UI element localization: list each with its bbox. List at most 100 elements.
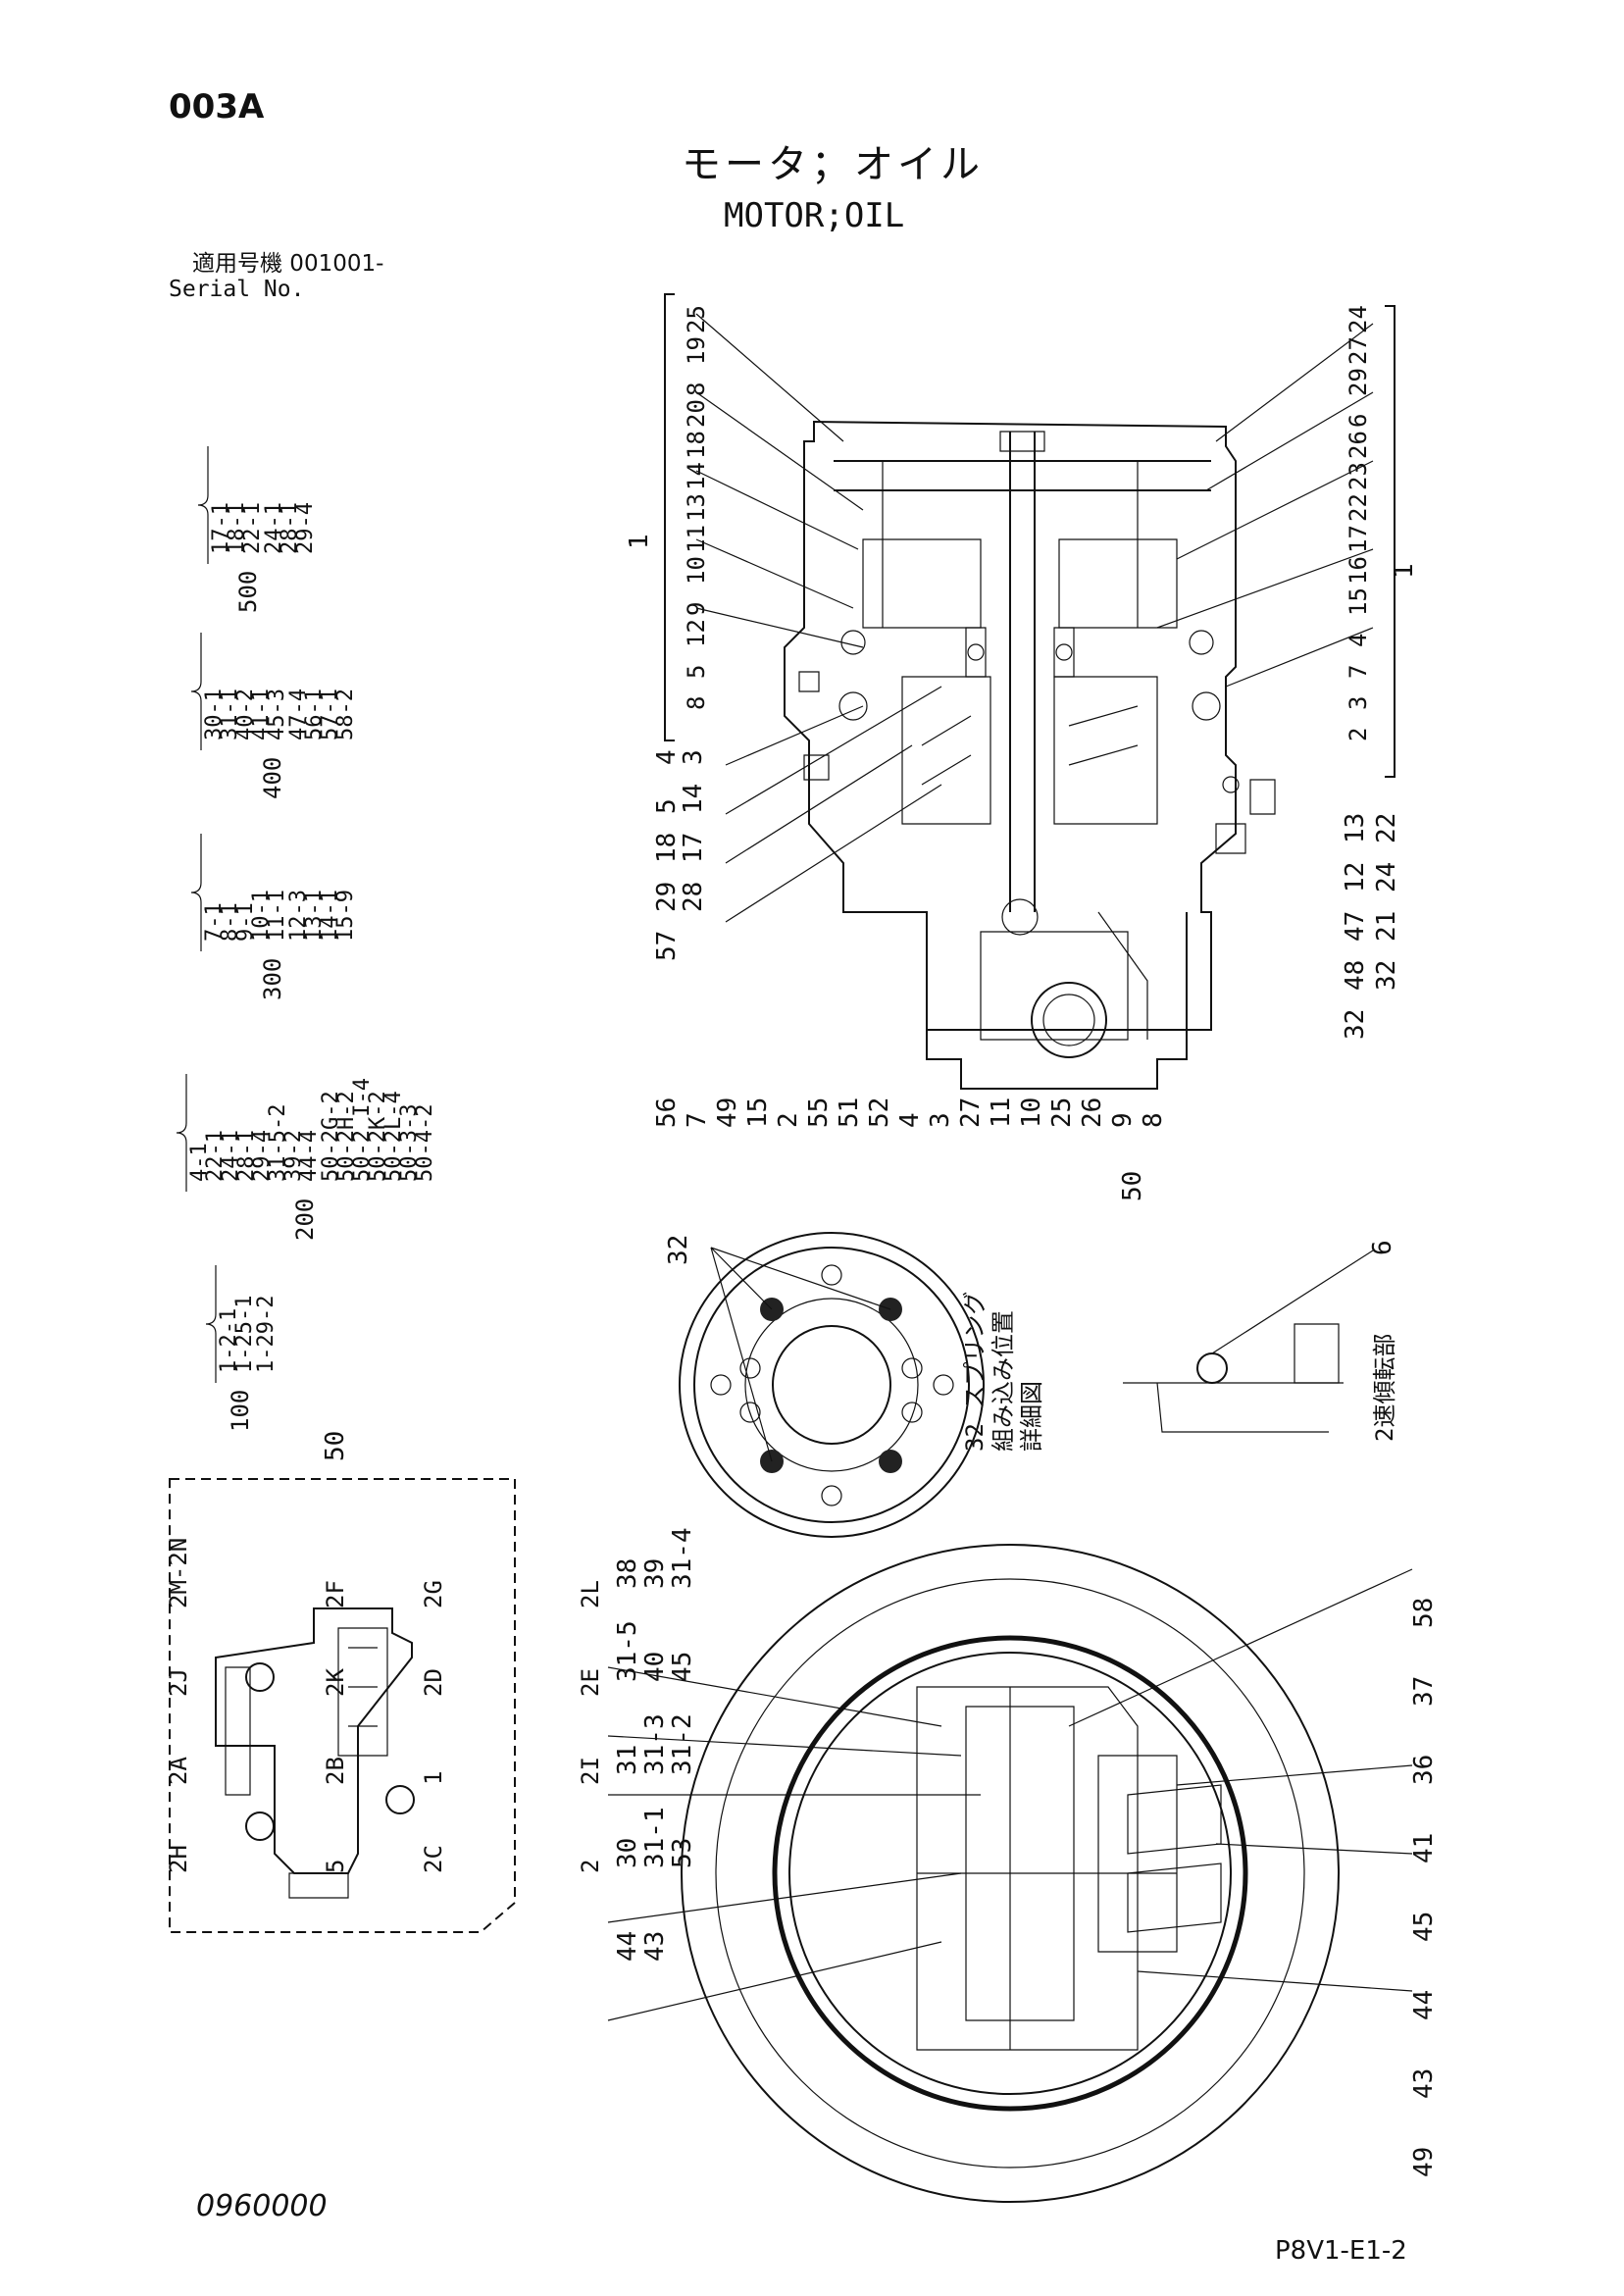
callout-number: 11 bbox=[683, 525, 710, 553]
callout-number: 45 bbox=[668, 1652, 697, 1682]
kit-part-number: 29-4 bbox=[293, 502, 318, 554]
serial-label-jp: 適用号機 001001- bbox=[192, 251, 384, 277]
kit-part-number: 50-2G-2 bbox=[319, 1091, 343, 1182]
kit-part-number: 44-4 bbox=[297, 1130, 322, 1182]
kit-brace bbox=[190, 633, 202, 750]
kit-part-number: 24-1 bbox=[262, 502, 286, 554]
kit-part-number: 29-4 bbox=[250, 1130, 275, 1182]
kit-part-number: 1-25-1 bbox=[232, 1296, 257, 1373]
callout-number: 9 bbox=[683, 602, 710, 616]
kit-part-number: 9-1 bbox=[233, 902, 258, 942]
valve-callout: 2C bbox=[420, 1845, 447, 1873]
callout-number: 39 bbox=[640, 1558, 670, 1589]
kit-brace bbox=[176, 1073, 187, 1192]
callout-number: 6 bbox=[1368, 1240, 1397, 1255]
callout-number: 22 bbox=[1345, 493, 1372, 522]
callout-number: 26 bbox=[1345, 431, 1372, 459]
kit-part-number: 50-2 I-4 bbox=[350, 1078, 375, 1182]
callout-number: 6 bbox=[1345, 414, 1372, 428]
callout-number: 24 bbox=[1345, 305, 1372, 333]
callout-number: 26 bbox=[1078, 1097, 1107, 1128]
kit-part-number: 31-5-2 bbox=[266, 1104, 290, 1182]
callout-number: 28 bbox=[679, 882, 708, 912]
callout-leader-lines bbox=[607, 313, 1413, 2021]
group-number: 50 bbox=[321, 1431, 350, 1461]
callout-number: 44 bbox=[1409, 1990, 1439, 2020]
callout-number: 16 bbox=[1345, 556, 1372, 585]
kit-part-number: 7-1 bbox=[202, 902, 227, 942]
callout-number: 3 bbox=[679, 749, 708, 765]
kit-part-number: 12-3 bbox=[286, 890, 311, 942]
callout-number: 7 bbox=[1345, 665, 1372, 679]
kit-part-number: 28-1 bbox=[278, 502, 302, 554]
callout-number: 3 bbox=[926, 1112, 955, 1128]
kit-number: 400 bbox=[259, 757, 286, 799]
callout-number: 5 bbox=[652, 798, 682, 814]
kit-part-number: 45-3 bbox=[265, 689, 289, 740]
kit-number: 500 bbox=[234, 571, 262, 613]
callout-number: 25 bbox=[1047, 1097, 1077, 1128]
callout-number: 32 bbox=[664, 1235, 693, 1265]
callout-number: 27 bbox=[1345, 336, 1372, 365]
group-1-right-bracket bbox=[1385, 305, 1396, 778]
spring-mark bbox=[879, 1450, 902, 1473]
kit-part-number: 14-1 bbox=[318, 890, 342, 942]
spring-detail-caption: 32 スプリング bbox=[961, 1292, 989, 1452]
group-number: 50 bbox=[1118, 1171, 1147, 1201]
callout-number: 52 bbox=[865, 1097, 894, 1128]
callout-number: 5 bbox=[683, 665, 710, 679]
callout-number: 56 bbox=[652, 1097, 682, 1128]
kit-brace bbox=[190, 834, 202, 951]
spring-detail-caption: 組み込み位置 bbox=[990, 1310, 1017, 1452]
kit-part-number: 47-4 bbox=[286, 689, 311, 740]
callout-number: 4 bbox=[1345, 634, 1372, 647]
valve-callout: 2D bbox=[420, 1668, 447, 1697]
callout-number: 47 bbox=[1341, 911, 1370, 942]
callout-number: 31-5 bbox=[613, 1620, 642, 1682]
callout-number: 41 bbox=[1409, 1833, 1439, 1863]
page-reference: P8V1-E1-2 bbox=[1275, 2236, 1407, 2266]
group-number: 1 bbox=[1390, 563, 1419, 579]
spring-detail-caption: 詳細図 bbox=[1018, 1381, 1045, 1452]
callout-number: 9 bbox=[1108, 1112, 1138, 1128]
callout-number: 15 bbox=[1345, 587, 1372, 616]
callout-number: 8 bbox=[683, 696, 710, 710]
kit-part-number: 39-2 bbox=[281, 1130, 306, 1182]
kit-part-number: 13-1 bbox=[302, 890, 327, 942]
valve-callout: 2B bbox=[322, 1757, 349, 1785]
kit-brace bbox=[205, 1265, 217, 1383]
callout-number: 21 bbox=[1372, 911, 1401, 942]
valve-callout: 2G bbox=[420, 1580, 447, 1608]
kit-part-number: 50-2K-2 bbox=[366, 1091, 390, 1182]
callout-number: 32 bbox=[1341, 1009, 1370, 1040]
callout-number: 32 bbox=[1372, 960, 1401, 991]
callout-number: 53 bbox=[668, 1838, 697, 1868]
kit-part-number: 50-3-3 bbox=[397, 1104, 422, 1182]
callout-number: 36 bbox=[1409, 1755, 1439, 1785]
callout-number: 17 bbox=[679, 833, 708, 863]
callout-number: 12 bbox=[683, 619, 710, 647]
serial-label-en: Serial No. bbox=[169, 277, 305, 302]
callout-number: 38 bbox=[613, 1558, 642, 1589]
valve-callout: 2M-2N bbox=[165, 1538, 192, 1608]
kit-part-number: 1-2-1 bbox=[217, 1308, 241, 1373]
callout-number: 8 bbox=[1139, 1112, 1168, 1128]
callout-number: 10 bbox=[1017, 1097, 1046, 1128]
catalog-number: 0960000 bbox=[196, 2189, 328, 2223]
kit-number: 300 bbox=[259, 958, 286, 1000]
callout-number: 13 bbox=[1341, 813, 1370, 843]
callout-number: 49 bbox=[1409, 2147, 1439, 2177]
valve-callout: 2F bbox=[322, 1580, 349, 1608]
title-english: MOTOR;OIL bbox=[724, 196, 905, 235]
kit-number: 100 bbox=[227, 1390, 254, 1432]
kit-part-number: 58-2 bbox=[333, 689, 358, 740]
valve-callout: 2A bbox=[165, 1757, 192, 1785]
callout-number: 57 bbox=[652, 931, 682, 961]
callout-number: 40 bbox=[640, 1652, 670, 1682]
callout-number: 10 bbox=[683, 556, 710, 585]
valve-callout: 2J bbox=[165, 1668, 192, 1697]
callout-number: 19 bbox=[683, 336, 710, 365]
kit-part-number: 57-1 bbox=[318, 689, 342, 740]
kit-part-number: 30-1 bbox=[202, 689, 227, 740]
